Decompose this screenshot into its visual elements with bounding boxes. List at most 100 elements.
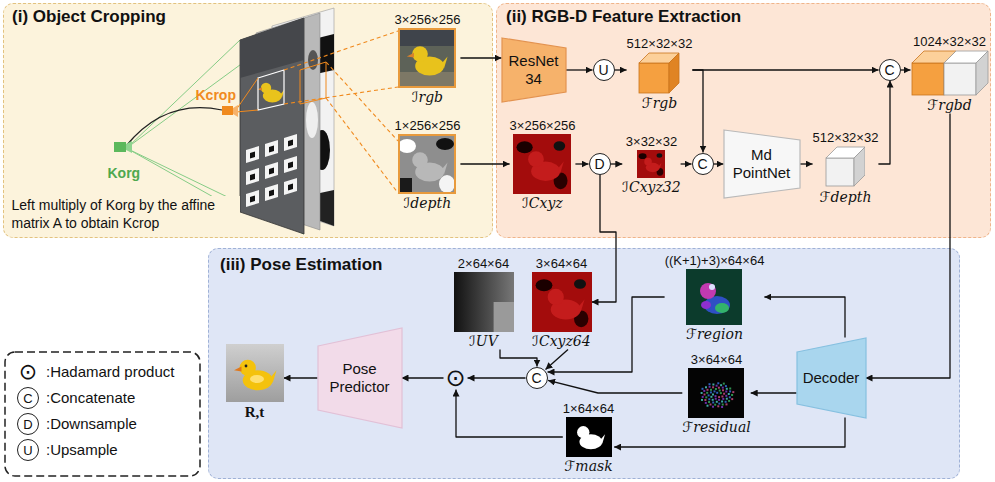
graphic-rect: [714, 390, 716, 392]
connector-arrow: [284, 377, 318, 378]
graphic-polygon: [250, 173, 255, 180]
graphic-svg: [398, 28, 456, 88]
graphic-circle: [529, 151, 545, 167]
connector-arrow: [614, 418, 845, 448]
graphic-polygon: [269, 189, 274, 196]
graphic-line: [236, 110, 258, 112]
graphic-rect: [722, 386, 724, 388]
graphic-polygon: [284, 156, 297, 173]
graphic-rect: [222, 106, 233, 115]
connector-arrow: [402, 377, 444, 378]
graphic-polygon: [240, 18, 304, 78]
graphic-polygon: [724, 130, 800, 198]
panel-region: (i) Object Cropping3×256×256ℐrgb1×256×25…: [3, 3, 493, 238]
tensor-name: ℐUV: [469, 333, 498, 350]
graphic-polygon: [265, 162, 278, 179]
graphic-rect: [639, 63, 669, 93]
graphic-svg: [825, 146, 865, 188]
legend-symbol: U: [17, 439, 39, 461]
graphic-polygon: [318, 328, 402, 428]
feature-image: [686, 269, 742, 325]
operator-symbol: C: [697, 157, 707, 171]
graphic-rect: [706, 396, 708, 398]
connector-arrow: [575, 163, 588, 164]
legend-symbol: ⊙: [17, 361, 39, 383]
graphic-rect: [718, 405, 720, 407]
graphic-polygon: [270, 370, 276, 383]
graphic-svg: [566, 417, 612, 457]
feature-tile: 3×256×256ℐrgb: [395, 12, 461, 106]
graphic-polygon: [234, 366, 242, 371]
legend-symbol-letter: ⊙: [19, 361, 37, 383]
operator-circle: C: [526, 367, 548, 389]
graphic-rect: [726, 403, 728, 405]
feature-image: [688, 368, 744, 418]
tensor-name: ℐCxyz32: [622, 179, 680, 196]
operator-circle: C: [692, 153, 714, 175]
graphic-circle: [700, 283, 716, 299]
graphic-rect: [724, 392, 726, 394]
dimension-label: 1×256×256: [395, 118, 461, 133]
feature-image: [638, 52, 680, 94]
graphic-circle: [547, 288, 563, 304]
graphic-polygon: [265, 140, 278, 157]
camera-label: Korg: [108, 165, 141, 181]
graphic-rect: [728, 393, 730, 395]
graphic-rect: [713, 386, 715, 388]
graphic-rect: [732, 398, 734, 400]
graphic-circle: [413, 152, 429, 168]
operator-symbol: D: [594, 157, 604, 171]
tensor-name: ℐdepth: [404, 195, 451, 212]
feature-tile: 3×32×32ℐCxyz32: [622, 134, 680, 196]
graphic-ellipse: [517, 141, 533, 153]
graphic-rect: [707, 388, 709, 390]
graphic-svg: [638, 52, 680, 94]
note-text: Left multiply of Korg by the affine matr…: [10, 196, 240, 232]
graphic-ellipse: [715, 303, 729, 313]
graphic-rect: [826, 158, 854, 186]
tensor-name: ℱrgb: [642, 95, 678, 112]
tensor-name: ℐCxyz64: [532, 333, 590, 350]
graphic-rect: [723, 382, 725, 384]
graphic-polygon: [284, 178, 297, 195]
graphic-rect: [715, 395, 717, 397]
graphic-polygon: [669, 53, 679, 93]
graphic-svg: [398, 134, 456, 194]
graphic-line: [236, 78, 258, 110]
dimension-label: 3×256×256: [510, 118, 576, 133]
graphic-rect: [725, 385, 727, 387]
tensor-name: ℱrgbd: [927, 97, 972, 114]
graphic-polygon: [502, 38, 566, 102]
graphic-polygon: [269, 145, 274, 152]
graphic-rect: [398, 28, 456, 46]
graphic-rect: [730, 390, 732, 392]
legend-row: :Hadamard product: [46, 363, 174, 381]
block-name: Pose Predictor: [323, 360, 397, 396]
tensor-name: ℱregion: [686, 326, 743, 343]
graphic-svg: [637, 150, 665, 178]
graphic-rect: [722, 400, 724, 402]
connector-arrow: [460, 163, 509, 164]
graphic-polygon: [284, 134, 297, 151]
feature-image: [398, 134, 456, 194]
graphic-svg: [513, 134, 571, 194]
graphic-polygon: [246, 190, 259, 207]
feature-tile: 2×64×64ℐUV: [454, 256, 514, 350]
graphic-rect: [710, 403, 712, 405]
graphic-rect: [566, 417, 612, 457]
graphic-polygon: [258, 70, 284, 110]
connector-arrow: [692, 69, 878, 70]
graphic-rect: [712, 405, 714, 407]
graphic-rect: [719, 389, 721, 391]
graphic-rect: [718, 382, 720, 384]
graphic-rect: [733, 391, 735, 393]
panel-heading: (ii) RGB-D Feature Extraction: [506, 7, 741, 27]
tensor-name: ℱresidual: [682, 419, 750, 436]
graphic-rect: [701, 392, 703, 394]
hadamard-operator: ⊙: [444, 366, 468, 390]
connector-arrow: [615, 69, 627, 70]
graphic-rect: [705, 401, 707, 403]
graphic-rect: [716, 384, 718, 386]
graphic-rect: [712, 398, 714, 400]
legend-text: :Upsample: [46, 441, 118, 459]
